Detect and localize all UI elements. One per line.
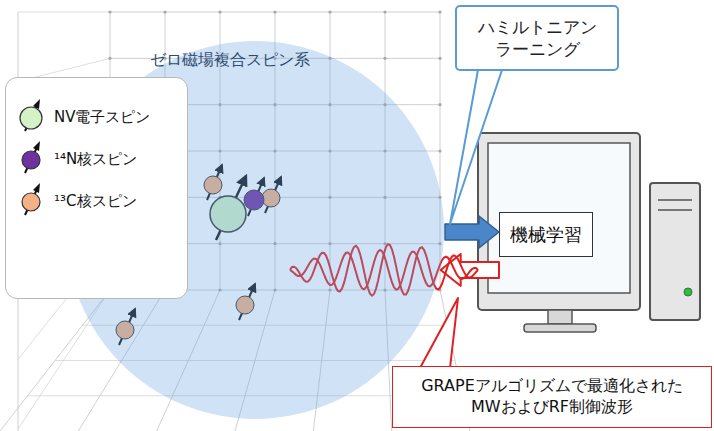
legend-swatch (14, 181, 48, 221)
legend-swatch (14, 139, 48, 179)
legend-label: NV電子スピン (54, 108, 150, 127)
legend-label: ¹⁴N核スピン (54, 150, 137, 169)
drive-slot (658, 199, 692, 201)
legend-row: NV電子スピン (14, 96, 179, 138)
grid-line (18, 12, 110, 13)
lattice-site (108, 57, 111, 60)
process-box: 機械学習 (499, 212, 593, 257)
legend-panel: NV電子スピン ¹⁴N核スピン ¹³C核スピン (5, 77, 188, 299)
node-label: GRAPEアルゴリズムで最適化された MWおよびRF制御波形 (403, 376, 701, 418)
lattice-site (438, 10, 441, 13)
power-led (684, 288, 692, 296)
pc-tower (650, 183, 700, 320)
speech-bubble: ハミルトニアン ラーニング (455, 5, 619, 71)
legend-row: ¹⁴N核スピン (14, 138, 179, 180)
lattice-site (273, 10, 276, 13)
data-flow-arrow (445, 216, 499, 248)
monitor-screen (488, 143, 630, 293)
lattice-site (218, 10, 221, 13)
spin-ball (22, 151, 40, 169)
lattice-site (383, 57, 386, 60)
lattice-site (383, 10, 386, 13)
lattice-site (108, 10, 111, 13)
drive-slot (658, 209, 692, 211)
monitor-base (524, 324, 596, 332)
spin-ball (20, 107, 42, 129)
node-label: 機械学習 (510, 223, 582, 246)
callout-box: GRAPEアルゴリズムで最適化された MWおよびRF制御波形 (392, 366, 712, 428)
node-label: ゼロ磁場複合スピン系 (150, 50, 310, 71)
monitor-neck (548, 310, 572, 324)
lattice-site (163, 10, 166, 13)
node-label: ハミルトニアン ラーニング (465, 16, 609, 60)
lattice-site (328, 10, 331, 13)
spin-arrowhead (33, 141, 40, 151)
bubble-tail (450, 70, 502, 224)
monitor-frame (478, 133, 640, 310)
lattice-site (438, 149, 441, 152)
lattice-site (438, 57, 441, 60)
spin-arrowhead (33, 183, 40, 193)
spin-ball (22, 193, 40, 211)
lattice-site (438, 103, 441, 106)
legend-swatch (14, 97, 48, 137)
legend-label: ¹³C核スピン (54, 192, 137, 211)
legend-row: ¹³C核スピン (14, 180, 179, 222)
